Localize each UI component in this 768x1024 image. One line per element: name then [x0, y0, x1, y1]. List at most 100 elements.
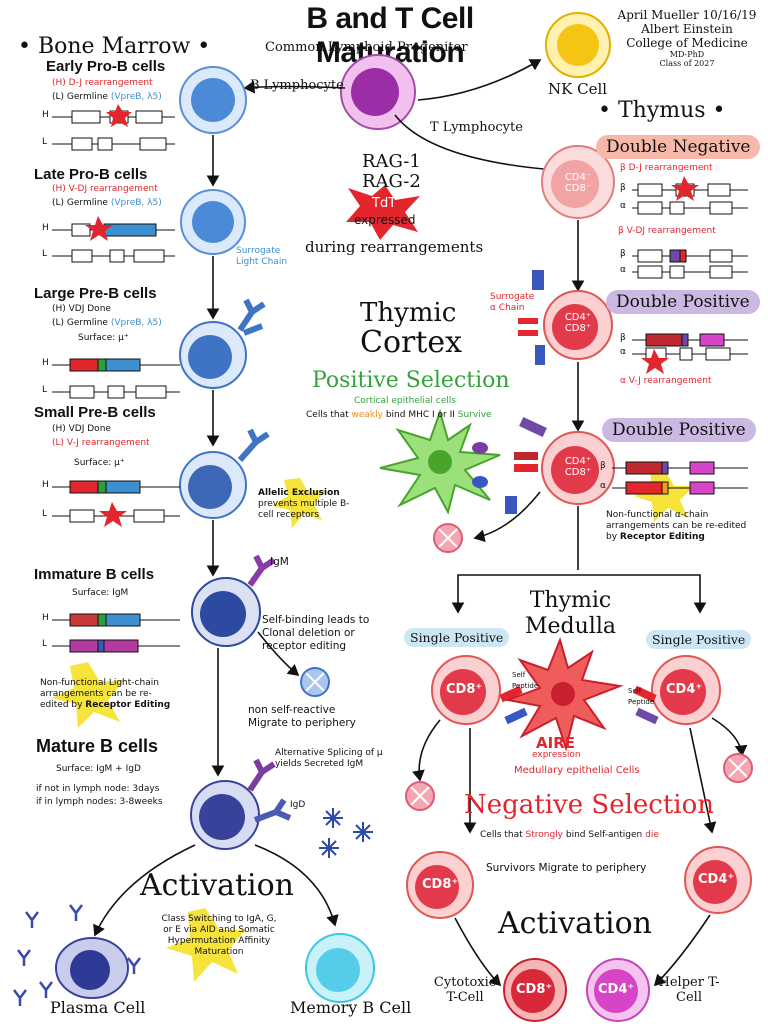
author-degree: MD-PhD: [669, 50, 705, 59]
page-title: B and T Cell Maturation: [306, 2, 474, 69]
t-cell-cd4-medulla: [633, 655, 721, 725]
gene-alpha-label: α: [620, 201, 626, 211]
single-positive-right: Single Positive: [646, 630, 752, 649]
gene-dp1-tcell: [632, 333, 748, 374]
memory-b-cell: [305, 933, 375, 1003]
cortical-epithelial-label: Cortical epithelial cells: [354, 396, 456, 406]
gene-alpha-label-3: α: [620, 347, 626, 357]
surrogate-light-chain: Surrogate Light Chain: [236, 246, 288, 267]
cortical-epithelial-cell: [379, 408, 501, 515]
small-preb-surface: Surface: μ⁺: [74, 458, 125, 468]
allelic-star: [272, 478, 326, 528]
surrogate-alpha: Surrogate α Chain: [490, 292, 535, 313]
large-preb-l: (L) Germline (VpreB, λ5): [52, 318, 162, 328]
arrow-die-cortex: [473, 491, 541, 543]
negative-selection: Negative Selection: [464, 790, 715, 820]
gene-h-label-2: H: [42, 223, 49, 233]
mature-note-1: if not in lymph node: 3days: [36, 784, 160, 794]
early-prob-title: Early Pro-B cells: [46, 58, 166, 75]
helper-label: Helper T-Cell: [658, 975, 720, 1005]
cd8-medulla-label: CD8⁺: [446, 682, 483, 697]
strong-bind-text: Cells that Strongly bind Self-antigen di…: [480, 830, 659, 840]
immature-title: Immature B cells: [34, 566, 155, 583]
positive-selection: Positive Selection: [312, 368, 510, 393]
apoptotic-t-cell-left: [405, 781, 435, 811]
arrow-to-memory: [254, 844, 339, 927]
cytotoxic-t-cell: [503, 958, 567, 1022]
author-college: College of Medicine: [626, 36, 748, 50]
weak-bind-text: Cells that weakly bind MHC I or II Survi…: [306, 410, 492, 420]
late-prob-l: (L) Germline (VpreB, λ5): [52, 198, 162, 208]
nk-label: NK Cell: [548, 80, 608, 98]
cd8-survivor-label: CD8⁺: [422, 877, 459, 892]
single-positive-left: Single Positive: [404, 628, 510, 647]
alt-splicing-text: Alternative Splicing of μ yields Secrete…: [275, 748, 383, 769]
cortex-line1: Thymic: [360, 298, 457, 328]
thymic-cortex: Thymic Cortex: [360, 298, 462, 358]
gene-small-preb: [52, 480, 180, 527]
progenitor-label: Common Lymphoid Progenitor: [265, 40, 468, 55]
rag1-label: RAG-1: [362, 151, 421, 172]
medullary-label: Medullary epithelial Cells: [514, 765, 640, 776]
arrow-cd8-left: [412, 719, 441, 782]
apoptotic-t-cell-cortex: [433, 523, 463, 553]
rag-star: [346, 185, 420, 240]
b-lymphocyte-label: B Lymphocyte: [250, 78, 344, 93]
gene-alpha-label-2: α: [620, 265, 626, 275]
gene-beta-label-4: β: [600, 461, 606, 471]
aire-label: AIRE: [536, 734, 575, 752]
bone-marrow-heading: • Bone Marrow •: [18, 34, 211, 59]
mature-note-2: if in lymph nodes: 3-8weeks: [36, 797, 163, 807]
dn-vdj-text: β V-DJ rearrangement: [618, 226, 716, 236]
gene-early-prob: [52, 104, 175, 151]
self-peptide-right: Self Peptide: [628, 687, 655, 706]
thymus-heading: • Thymus •: [598, 98, 726, 123]
arrow-self-binding: [257, 631, 300, 677]
author-school: Albert Einstein: [641, 22, 733, 36]
apoptotic-t-cell-right: [723, 753, 753, 783]
rag2-label: RAG-2: [362, 171, 421, 192]
during-label: during rearrangements: [305, 238, 484, 256]
igd-label: IgD: [290, 800, 306, 810]
dn-cell-label: CD4⁻ CD8⁻: [564, 172, 592, 194]
gene-l-label-3: L: [42, 385, 48, 395]
arrow-cd4-down: [689, 727, 717, 834]
b-cell-large-pre: [179, 298, 266, 389]
gene-beta-label-3: β: [620, 333, 626, 343]
immature-surface: Surface: IgM: [72, 588, 129, 598]
t-activation: Activation: [498, 906, 652, 941]
small-preb-h: (H) VDJ Done: [52, 424, 111, 434]
b-cell-small-pre: [179, 428, 270, 519]
small-preb-title: Small Pre-B cells: [34, 404, 156, 421]
late-prob-h: (H) V-DJ rearrangement: [52, 184, 158, 194]
double-negative-pill: Double Negative: [596, 135, 761, 159]
double-positive-pill-1: Double Positive: [606, 290, 760, 314]
helper-cell-label: CD4⁺: [598, 982, 635, 997]
gene-h-label-4: H: [42, 480, 49, 490]
igm-label: IgM: [270, 556, 289, 568]
mature-surface: Surface: IgM + IgD: [56, 764, 141, 774]
medulla-line2: Medulla: [525, 614, 616, 639]
self-peptide-left: Self Peptide: [512, 671, 539, 690]
alpha-vj-text: α V-J rearrangement: [620, 376, 712, 386]
progenitor-cell: [340, 54, 416, 130]
gene-large-preb: [52, 358, 180, 399]
arrow-to-cytotoxic: [454, 917, 502, 987]
t-cell-double-positive-1: [518, 270, 613, 365]
nonfunc-alpha: Non-functional α-chain arrangements can …: [606, 510, 747, 542]
arrow-cd4-right: [711, 717, 748, 757]
arrow-to-b: [243, 80, 346, 94]
gene-l-label-4: L: [42, 509, 48, 519]
split-bracket: [457, 574, 701, 610]
plasma-cell: [55, 937, 129, 999]
dp2-cell-label: CD4⁺ CD8⁺: [564, 456, 592, 478]
gene-h-label-3: H: [42, 358, 49, 368]
antibody-icons: [13, 904, 141, 1006]
cd4-survivor-label: CD4⁺: [698, 872, 735, 887]
helper-t-cell: [586, 958, 650, 1022]
author-class: Class of 2027: [659, 59, 715, 68]
large-preb-surface: Surface: μ⁺: [78, 333, 129, 343]
t-cell-cd8-medulla: [431, 655, 528, 725]
b-cell-immature: [191, 554, 276, 647]
